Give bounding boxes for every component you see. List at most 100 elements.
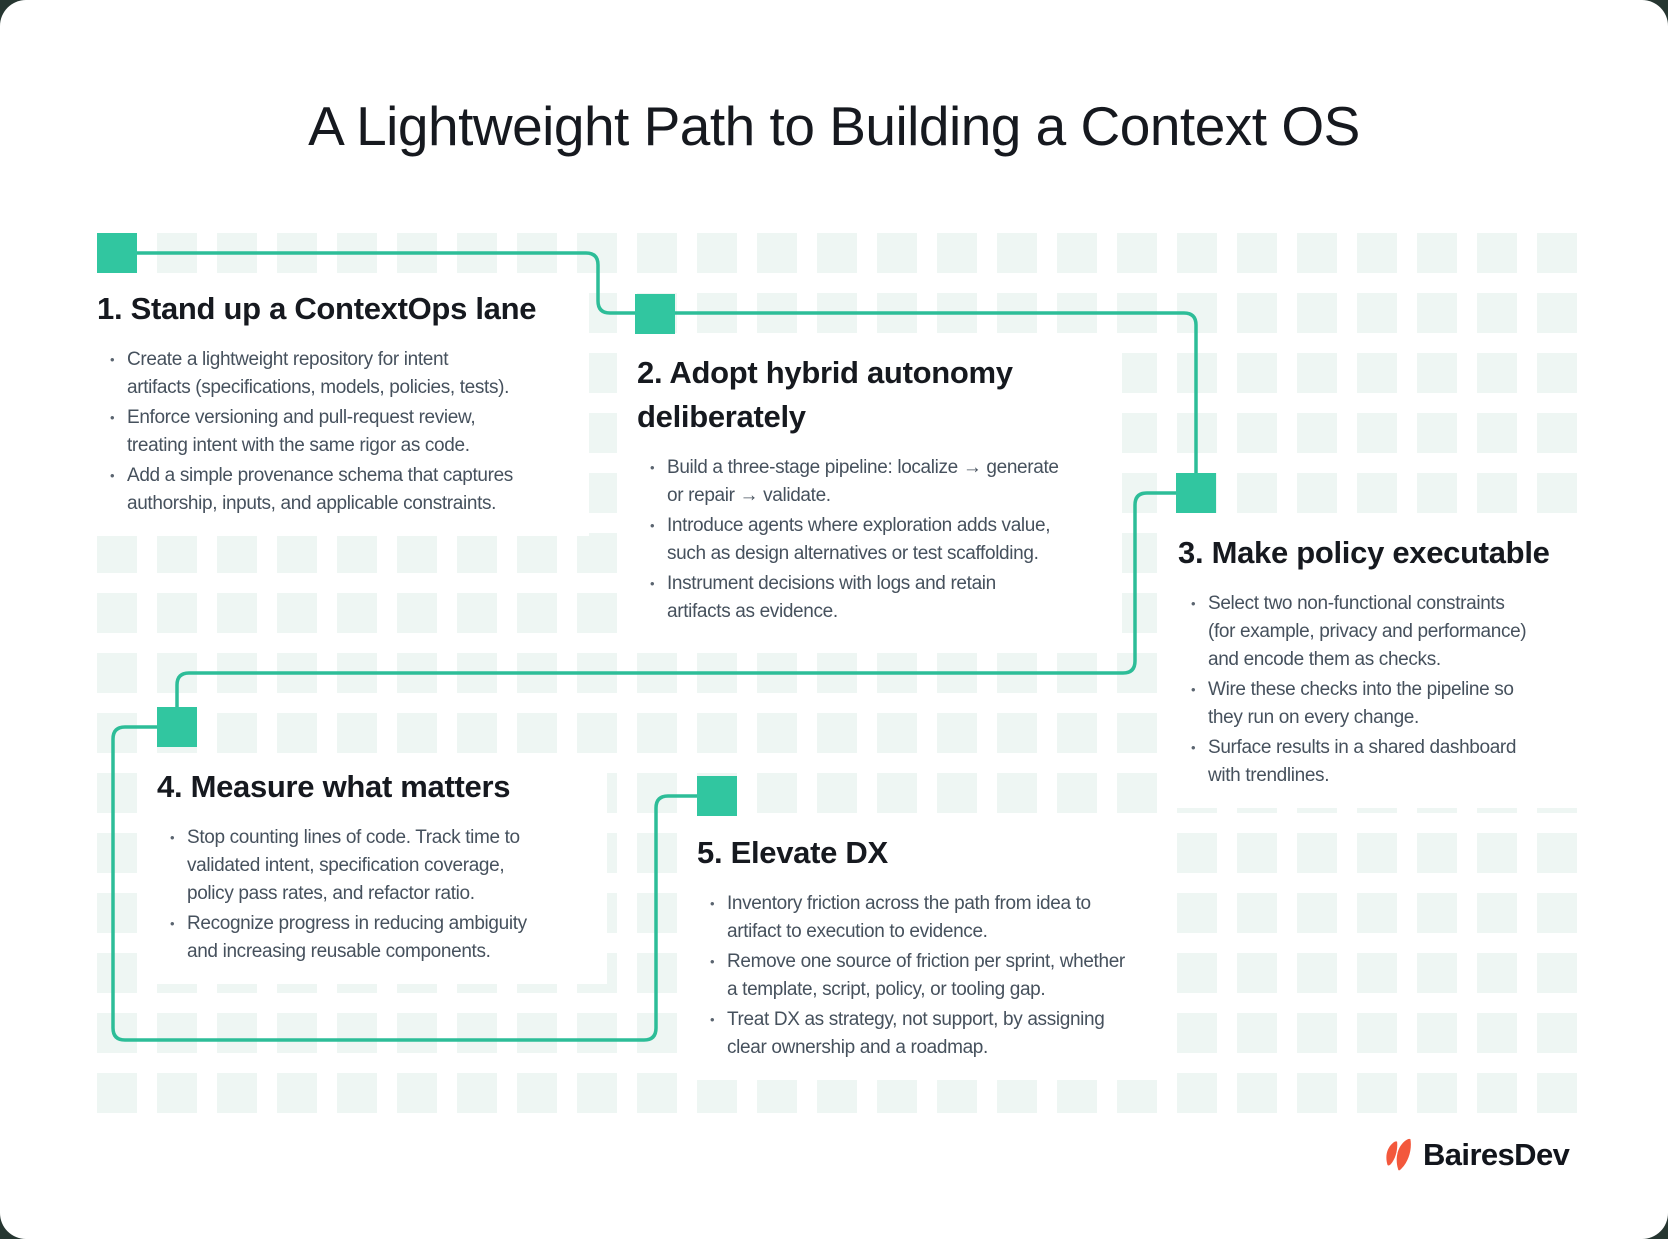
grid-square [457, 1013, 497, 1053]
grid-square [577, 1073, 617, 1113]
grid-square [1357, 1013, 1397, 1053]
node-square-1 [97, 233, 137, 273]
bullet-item: •Instrument decisions with logs and reta… [650, 570, 1102, 626]
grid-square [1417, 1073, 1457, 1113]
grid-square [97, 713, 137, 753]
grid-square [97, 593, 137, 633]
grid-square [277, 713, 317, 753]
node-square-2 [635, 294, 675, 334]
grid-square [637, 233, 677, 273]
grid-square [217, 1073, 257, 1113]
bullet-dot-icon: • [650, 518, 655, 533]
bullet-dot-icon: • [110, 468, 115, 483]
grid-square [1177, 233, 1217, 273]
section-heading: 3. Make policy executable [1178, 535, 1550, 570]
grid-square [517, 533, 557, 573]
grid-square [1297, 1073, 1337, 1113]
grid-square [1357, 893, 1397, 933]
grid-square [997, 713, 1037, 753]
grid-square [1117, 353, 1157, 393]
grid-square [1357, 953, 1397, 993]
grid-square [1537, 473, 1577, 513]
bullet-dot-icon: • [650, 460, 655, 475]
grid-square [337, 1013, 377, 1053]
grid-square [1537, 1013, 1577, 1053]
bullet-dot-icon: • [710, 1012, 715, 1027]
section-heading: 2. Adopt hybrid autonomy deliberately [637, 355, 1013, 434]
grid-square [1417, 293, 1457, 333]
grid-square [157, 533, 197, 573]
bullet-text: Enforce versioning and pull-request revi… [127, 407, 476, 456]
grid-square [277, 1073, 317, 1113]
grid-square [997, 773, 1037, 813]
grid-square [1537, 953, 1577, 993]
grid-square [1537, 1073, 1577, 1113]
grid-square [1477, 953, 1517, 993]
grid-square [97, 1073, 137, 1113]
grid-square [1237, 353, 1277, 393]
grid-square [1297, 413, 1337, 453]
grid-square [1117, 233, 1157, 273]
bullet-dot-icon: • [710, 954, 715, 969]
grid-square [1117, 533, 1157, 573]
grid-square [97, 953, 137, 993]
grid-square [1417, 893, 1457, 933]
bullet-list: • Create a lightweight repository for int… [110, 346, 569, 518]
grid-square [517, 1073, 557, 1113]
bullet-list: •Select two non-functional constraints (… [1191, 590, 1588, 790]
grid-square [577, 713, 617, 753]
grid-square [1417, 833, 1457, 873]
grid-square [757, 773, 797, 813]
grid-square [1477, 473, 1517, 513]
grid-square [217, 593, 257, 633]
grid-square [1237, 1073, 1277, 1113]
connector-path [111, 251, 1198, 1042]
grid-square [1357, 413, 1397, 453]
grid-square [1417, 353, 1457, 393]
grid-square [877, 773, 917, 813]
grid-square [937, 773, 977, 813]
grid-square [1477, 833, 1517, 873]
node-square-5 [697, 776, 737, 816]
bullet-item: •Stop counting lines of code. Track time… [170, 824, 587, 908]
section-stand-up-contextops-lane: 1. Stand up a ContextOps lane •Create a … [77, 279, 589, 536]
grid-square [1537, 893, 1577, 933]
grid-square [397, 1073, 437, 1113]
infographic-title: A Lightweight Path to Building a Context… [308, 95, 1360, 157]
bullet-text: Create a lightweight repository for inte… [127, 349, 509, 398]
grid-square [877, 233, 917, 273]
bairesdev-logo: BairesDev [1385, 1137, 1570, 1173]
grid-square [397, 713, 437, 753]
bullet-list: •Inventory friction across the path from… [710, 890, 1152, 1062]
grid-square [397, 593, 437, 633]
grid-square [457, 713, 497, 753]
grid-square [1177, 953, 1217, 993]
grid-square [97, 1013, 137, 1053]
grid-square [577, 593, 617, 633]
section-make-policy-executable: 3. Make policy executable •Select two no… [1158, 523, 1608, 808]
grid-square [1417, 1013, 1457, 1053]
grid-square [1117, 593, 1157, 633]
bullet-text: Introduce agents where exploration adds … [667, 515, 1051, 564]
section-measure-what-matters: 4. Measure what matters •Stop counting l… [137, 757, 607, 984]
grid-square [277, 1013, 317, 1053]
bullet-text: Surface results in a shared dashboard wi… [1208, 737, 1517, 786]
bullet-text: Build a three-stage pipeline: localize →… [667, 457, 1059, 506]
section-adopt-hybrid-autonomy: 2. Adopt hybrid autonomy deliberately • B… [617, 343, 1122, 638]
grid-square [1537, 233, 1577, 273]
bullet-item: •Remove one source of friction per sprin… [710, 948, 1152, 1004]
grid-square [457, 593, 497, 633]
bullet-item: • Introduce agents where exploration adds… [650, 512, 1102, 568]
bullet-list: • Build a three-stage pipeline: localize … [650, 454, 1102, 626]
grid-square [517, 1013, 557, 1053]
grid-square [1357, 833, 1397, 873]
grid-square [937, 233, 977, 273]
section-heading: 5. Elevate DX [697, 835, 888, 870]
grid-square [757, 713, 797, 753]
grid-square [1537, 833, 1577, 873]
grid-square [1237, 833, 1277, 873]
bullet-text: Instrument decisions with logs and retai… [667, 573, 996, 622]
grid-square [757, 233, 797, 273]
